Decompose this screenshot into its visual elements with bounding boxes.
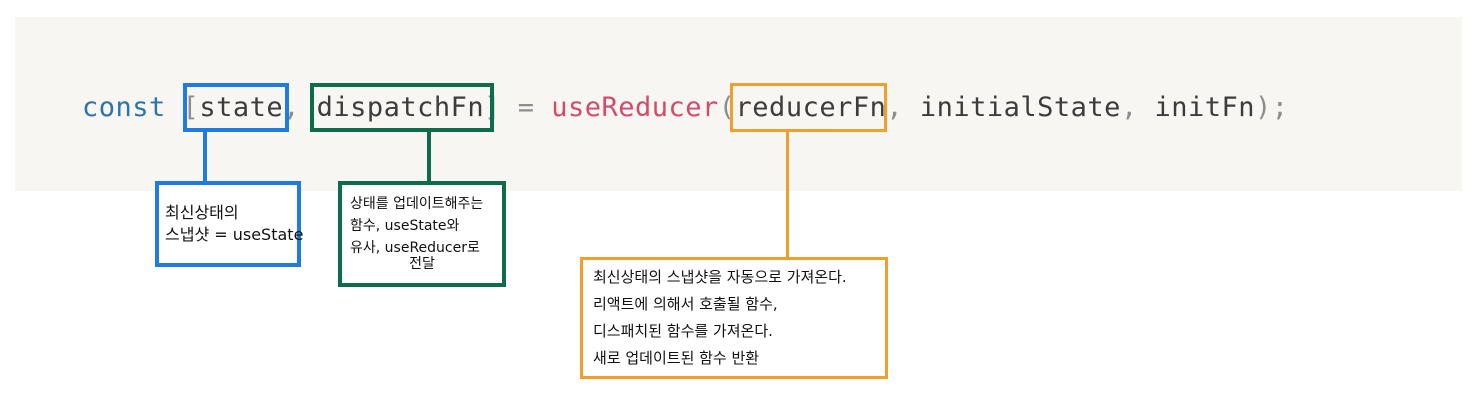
dispatch-token: dispatchFn [316,92,485,123]
dispatch-note-line-3: 유사, useReducer로 [350,240,480,256]
state-note-line-1: 최신상태의 [165,203,239,222]
state-token: state [199,92,284,123]
reducer-note-line-4: 새로 업데이트된 함수 반환 [593,349,760,367]
reducer-highlight-box [730,83,887,132]
use-reducer-token: useReducer [551,92,719,123]
reducer-note-line-2: 리액트에 의해서 호출될 함수, [593,295,778,313]
const-keyword: const [82,92,166,123]
state-connector [203,132,207,183]
init-fn-token: initFn [1154,92,1256,123]
dispatch-note-line-4: 전달 [409,256,435,272]
reducer-note-line-3: 디스패치된 함수를 가져온다. [593,322,773,340]
assign-operator: = [500,92,552,123]
reducer-token: reducerFn [735,92,887,123]
dispatch-note-line-2: 함수, useState와 [350,218,460,234]
state-highlight-box [183,83,289,132]
state-note-line-2: 스냅샷 = useState [165,225,304,244]
close-paren: ); [1255,92,1289,123]
comma-3: , [1120,92,1155,123]
dispatch-note-line-1: 상태를 업데이트해주는 [350,196,484,212]
dispatch-annotation: 상태를 업데이트해주는 함수, useState와 유사, useReducer… [338,181,506,287]
reducer-annotation: 최신상태의 스냅샷을 자동으로 가져온다. 리액트에 의해서 호출될 함수, 디… [580,257,888,379]
state-annotation: 최신상태의 스냅샷 = useState [155,181,304,267]
initial-state-token: initialState [919,92,1121,123]
reducer-connector [786,132,789,260]
comma-2: , [886,92,920,123]
dispatch-connector [427,132,431,183]
reducer-note-line-1: 최신상태의 스냅샷을 자동으로 가져온다. [593,268,847,286]
code-line: const [state, dispatchFn] = useReducer(r… [82,88,1289,128]
code-panel [15,17,1462,191]
dispatch-highlight-box [310,83,494,132]
